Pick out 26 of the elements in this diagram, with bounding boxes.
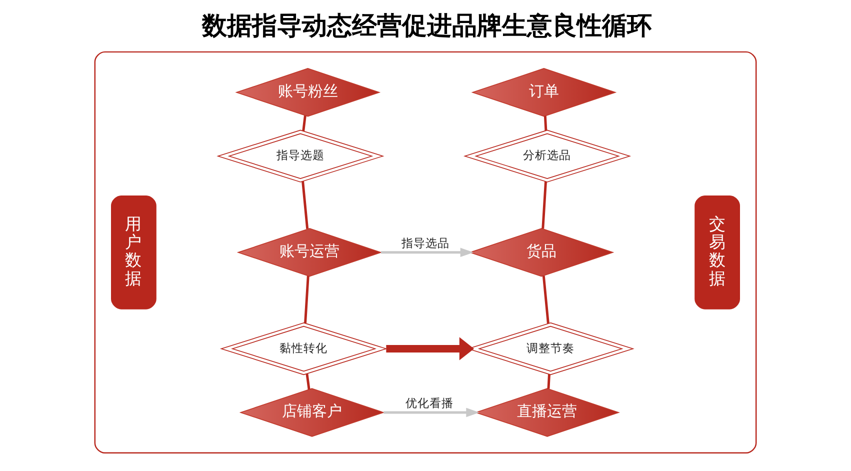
node-box: 交易数据 bbox=[694, 195, 740, 310]
node-diamond: 指导选题 bbox=[216, 130, 384, 182]
arrow bbox=[386, 337, 474, 360]
edge-label: 指导选品 bbox=[402, 236, 450, 250]
cluster bbox=[94, 51, 757, 454]
diagram-title: 数据指导动态经营促进品牌生意良性循环 bbox=[202, 10, 652, 40]
arrow bbox=[381, 248, 474, 258]
node-diamond: 店铺客户 bbox=[239, 388, 385, 437]
node-diamond: 黏性转化 bbox=[220, 322, 388, 376]
node-diamond: 账号运营 bbox=[236, 228, 382, 277]
connector bbox=[302, 181, 309, 230]
node-diamond: 账号粉丝 bbox=[235, 68, 381, 117]
edge-label: 优化看播 bbox=[406, 396, 454, 410]
node-diamond: 直播运营 bbox=[474, 388, 620, 437]
connector bbox=[306, 374, 310, 390]
connector bbox=[544, 116, 548, 130]
node-box: 用户数据 bbox=[111, 195, 156, 310]
connector bbox=[302, 115, 306, 132]
connector bbox=[542, 276, 550, 324]
node-diamond: 订单 bbox=[471, 68, 617, 117]
arrow bbox=[384, 408, 480, 418]
connector bbox=[542, 181, 547, 229]
node-diamond: 货品 bbox=[468, 228, 614, 277]
connector bbox=[304, 276, 310, 324]
node-diamond: 分析选品 bbox=[463, 130, 632, 182]
connector bbox=[547, 374, 550, 389]
